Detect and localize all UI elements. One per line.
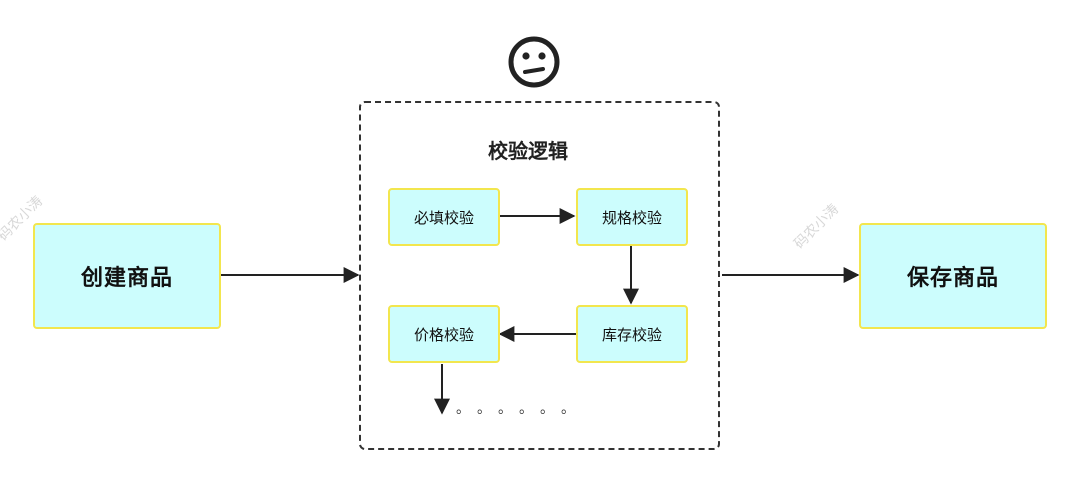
- validation-logic-group: [359, 101, 720, 450]
- required-check-node: 必填校验: [388, 188, 500, 246]
- stock-check-node: 库存校验: [576, 305, 688, 363]
- price-check-node: 价格校验: [388, 305, 500, 363]
- create-product-node: 创建商品: [33, 223, 221, 329]
- group-title: 校验逻辑: [488, 139, 568, 163]
- save-product-node: 保存商品: [859, 223, 1047, 329]
- continuation-dots: 。。。。。。: [456, 401, 589, 417]
- spec-check-node: 规格校验: [576, 188, 688, 246]
